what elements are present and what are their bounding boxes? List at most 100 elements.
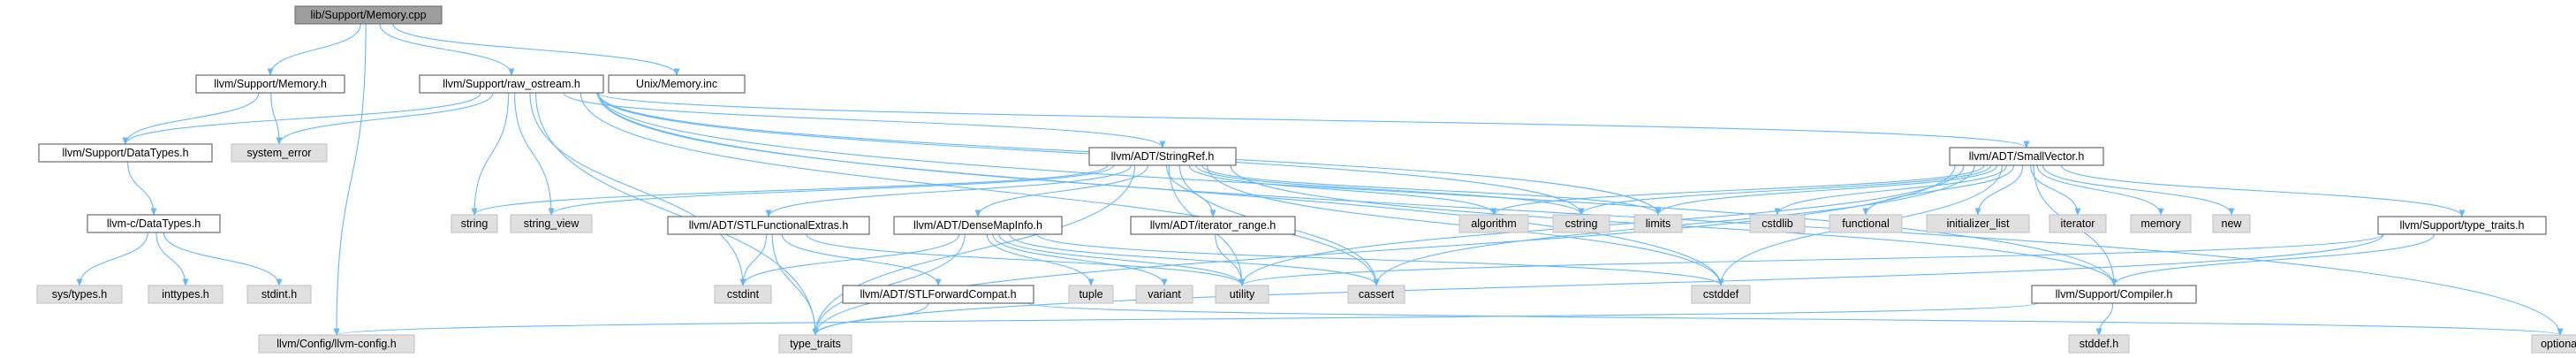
edge-densemapinfo_h-to-type_traits — [815, 233, 966, 335]
node-label: lib/Support/Memory.cpp — [310, 9, 426, 21]
node-label: variant — [1148, 288, 1181, 301]
edge-densemapinfo_h-to-cstdint — [743, 233, 960, 286]
node-tuple: tuple — [1068, 285, 1114, 304]
node-box — [258, 334, 415, 354]
node-box — [148, 285, 224, 304]
edge-raw_ostream_h-to-stringref_h — [563, 92, 1163, 149]
node-box — [1926, 214, 2030, 233]
node-box — [1215, 285, 1269, 304]
node-box — [36, 285, 123, 304]
node-cstdlib: cstdlib — [1749, 214, 1806, 233]
edge-raw_ostream_h-to-smallvector_h — [597, 92, 2027, 149]
node-box — [778, 334, 852, 354]
edge-smallvector_h-to-cstdlib — [1777, 164, 2007, 216]
node-box — [1552, 214, 1610, 233]
node-variant: variant — [1135, 285, 1193, 304]
node-box — [1130, 216, 1296, 235]
node-box — [1949, 147, 2104, 166]
node-box — [1088, 147, 1237, 166]
node-type-traits-h[interactable]: llvm/Support/type_traits.h — [2377, 216, 2547, 235]
node-box — [87, 214, 221, 233]
node-datatypes-h[interactable]: llvm/Support/DataTypes.h — [38, 143, 213, 163]
node-label: memory — [2140, 217, 2181, 230]
edge-memory_cpp-to-memory_h — [270, 23, 361, 76]
node-label: llvm-c/DataTypes.h — [107, 217, 201, 230]
node-algorithm: algorithm — [1458, 214, 1529, 233]
node-label: functional — [1842, 217, 1890, 230]
node-stlforward-h[interactable]: llvm/ADT/STLForwardCompat.h — [842, 285, 1034, 304]
node-string: string — [451, 214, 498, 233]
node-inttypes-h: inttypes.h — [148, 285, 224, 304]
edge-stlfunctional_h-to-stlforward_h — [781, 233, 938, 286]
node-stringref-h[interactable]: llvm/ADT/StringRef.h — [1088, 147, 1237, 166]
edge-smallvector_h-to-type_traits_h — [2060, 164, 2462, 217]
node-memory-cpp[interactable]: lib/Support/Memory.cpp — [294, 5, 443, 25]
node-label: Unix/Memory.inc — [636, 78, 717, 90]
edge-type_traits_h-to-utility — [1242, 233, 2384, 286]
node-label: llvm/ADT/STLForwardCompat.h — [860, 288, 1016, 301]
node-label: type_traits — [790, 338, 841, 350]
edge-memory_cpp-to-raw_ostream_h — [379, 23, 511, 76]
node-densemapinfo-h[interactable]: llvm/ADT/DenseMapInfo.h — [893, 216, 1063, 235]
node-label: string_view — [524, 217, 580, 230]
node-label: cstring — [1565, 217, 1598, 230]
node-stddef-h: stddef.h — [2068, 334, 2130, 354]
node-box — [1691, 285, 1751, 304]
edge-c_datatypes_h-to-stdint_h — [163, 232, 279, 286]
edge-raw_ostream_h-to-cstdint — [529, 92, 743, 286]
edge-datatypes_h-to-c_datatypes_h — [127, 161, 154, 215]
node-limits: limits — [1633, 214, 1683, 233]
node-box — [1068, 285, 1114, 304]
node-iterator-range-h[interactable]: llvm/ADT/iterator_range.h — [1130, 216, 1296, 235]
edge-smallvector_h-to-initializer_list — [1978, 164, 2024, 215]
node-cstring: cstring — [1552, 214, 1610, 233]
node-unix-memory-inc[interactable]: Unix/Memory.inc — [608, 74, 746, 94]
node-smallvector-h[interactable]: llvm/ADT/SmallVector.h — [1949, 147, 2104, 166]
node-sys-types-h: sys/types.h — [36, 285, 123, 304]
edge-raw_ostream_h-to-datatypes_h — [125, 92, 481, 145]
node-stlfunctional-h[interactable]: llvm/ADT/STLFunctionalExtras.h — [667, 216, 870, 235]
edge-densemapinfo_h-to-cassert — [1009, 233, 1376, 286]
node-memory-h[interactable]: llvm/Support/Memory.h — [195, 74, 345, 94]
node-label: llvm/ADT/iterator_range.h — [1150, 219, 1276, 232]
node-raw-ostream-h[interactable]: llvm/Support/raw_ostream.h — [419, 74, 604, 94]
edge-densemapinfo_h-to-tuple — [986, 233, 1091, 286]
node-label: initializer_list — [1947, 217, 2010, 230]
edge-stringref_h-to-stlfunctional_h — [769, 164, 1132, 217]
node-box — [231, 143, 328, 163]
node-box — [195, 74, 345, 94]
edge-smallvector_h-to-functional — [1866, 164, 2014, 216]
node-label: llvm/Support/type_traits.h — [2399, 219, 2524, 232]
node-label: new — [2222, 217, 2243, 230]
node-box — [2130, 214, 2192, 233]
node-box — [1135, 285, 1193, 304]
node-label: limits — [1646, 217, 1671, 230]
node-box — [608, 74, 746, 94]
node-box — [1458, 214, 1529, 233]
edge-raw_ostream_h-to-string — [474, 92, 510, 215]
node-label: llvm/ADT/STLFunctionalExtras.h — [689, 219, 849, 232]
edge-smallvector_h-to-limits — [1658, 164, 1998, 216]
node-box — [1347, 285, 1405, 304]
edge-smallvector_h-to-iterator — [2030, 164, 2078, 215]
node-box — [2031, 285, 2197, 304]
node-compiler-h[interactable]: llvm/Support/Compiler.h — [2031, 285, 2197, 304]
edge-raw_ostream_h-to-system_error — [279, 92, 494, 145]
edge-smallvector_h-to-new — [2042, 164, 2231, 216]
node-box — [38, 143, 213, 163]
edge-type_traits_h-to-compiler_h — [2114, 233, 2436, 286]
node-iterator: iterator — [2049, 214, 2107, 233]
node-box — [667, 216, 870, 235]
edge-type_traits_h-to-type_traits — [815, 233, 2384, 336]
edge-stringref_h-to-densemapinfo_h — [978, 164, 1148, 217]
node-box — [2049, 214, 2107, 233]
node-cstddef: cstddef — [1691, 285, 1751, 304]
node-c-datatypes-h[interactable]: llvm-c/DataTypes.h — [87, 214, 221, 233]
node-label: stddef.h — [2080, 338, 2119, 350]
node-system-error: system_error — [231, 143, 328, 163]
edge-stringref_h-to-string_view — [551, 164, 1115, 216]
edge-compiler_h-to-llvm_config_h — [337, 302, 2038, 336]
edge-stringref_h-to-cstring — [1195, 164, 1581, 216]
node-box — [2377, 216, 2547, 235]
node-box — [842, 285, 1034, 304]
